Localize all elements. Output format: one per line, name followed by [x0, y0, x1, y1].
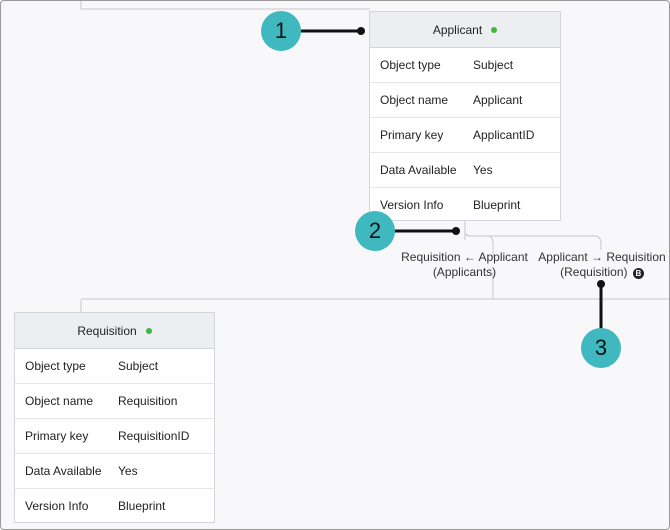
- relationship-right-line2-wrap: (Requisition) B: [536, 265, 668, 280]
- row-key: Data Available: [380, 163, 457, 177]
- row-value: Subject: [118, 359, 159, 373]
- row-key: Object name: [25, 394, 94, 408]
- requisition-row-object-name: Object name Requisition: [15, 384, 214, 419]
- callout-3-leader-end: [597, 280, 605, 288]
- requisition-row-primary-key: Primary key RequisitionID: [15, 419, 214, 454]
- requisition-card-header[interactable]: Requisition: [15, 313, 214, 349]
- applicant-card-header[interactable]: Applicant: [370, 12, 560, 48]
- callout-2: 2: [355, 211, 395, 251]
- edge-top-left: [80, 0, 370, 10]
- row-key: Primary key: [380, 128, 444, 142]
- status-dot-icon: [491, 26, 498, 33]
- row-key: Data Available: [25, 464, 102, 478]
- row-value: Subject: [473, 58, 514, 72]
- requisition-card[interactable]: Requisition Object type Subject Object n…: [14, 312, 215, 523]
- row-key: Object type: [25, 359, 86, 373]
- row-key: Version Info: [25, 499, 89, 513]
- requisition-row-version-info: Version Info Blueprint: [15, 489, 214, 523]
- applicant-row-primary-key: Primary key ApplicantID: [370, 118, 560, 153]
- row-value: Blueprint: [118, 499, 166, 513]
- relationship-right-line2: (Requisition): [560, 265, 628, 279]
- row-value: Blueprint: [473, 198, 521, 212]
- requisition-row-object-type: Object type Subject: [15, 349, 214, 384]
- relationship-label-right[interactable]: Applicant → Requisition (Requisition) B: [536, 250, 668, 280]
- callout-3: 3: [581, 328, 621, 368]
- row-key: Primary key: [25, 429, 89, 443]
- row-value: Yes: [118, 464, 138, 478]
- status-dot-icon: [145, 327, 152, 334]
- relationship-left-line1: Requisition ← Applicant: [401, 250, 528, 264]
- applicant-row-object-type: Object type Subject: [370, 48, 560, 83]
- applicant-card-title: Applicant: [432, 22, 483, 37]
- applicant-row-version-info: Version Info Blueprint: [370, 188, 560, 222]
- b-badge-icon: B: [632, 268, 644, 279]
- relationship-right-line1: Applicant → Requisition: [538, 250, 666, 264]
- callout-1: 1: [261, 11, 301, 51]
- row-key: Object name: [380, 93, 449, 107]
- requisition-card-title: Requisition: [77, 323, 137, 338]
- row-key: Object type: [380, 58, 441, 72]
- row-key: Version Info: [380, 198, 444, 212]
- applicant-card[interactable]: Applicant Object type Subject Object nam…: [369, 11, 561, 221]
- row-value: RequisitionID: [118, 429, 190, 443]
- row-value: Requisition: [118, 394, 178, 408]
- relationship-left-line2: (Applicants): [432, 265, 497, 279]
- callout-1-leader-end: [357, 27, 365, 35]
- callout-2-leader-end: [452, 227, 460, 235]
- relationship-label-left[interactable]: Requisition ← Applicant (Applicants): [398, 250, 531, 280]
- applicant-row-object-name: Object name Applicant: [370, 83, 560, 118]
- row-value: Yes: [473, 163, 493, 177]
- requisition-row-data-available: Data Available Yes: [15, 454, 214, 489]
- row-value: Applicant: [473, 93, 523, 107]
- row-value: ApplicantID: [473, 128, 535, 142]
- applicant-row-data-available: Data Available Yes: [370, 153, 560, 188]
- edge-right-relation: [464, 231, 602, 250]
